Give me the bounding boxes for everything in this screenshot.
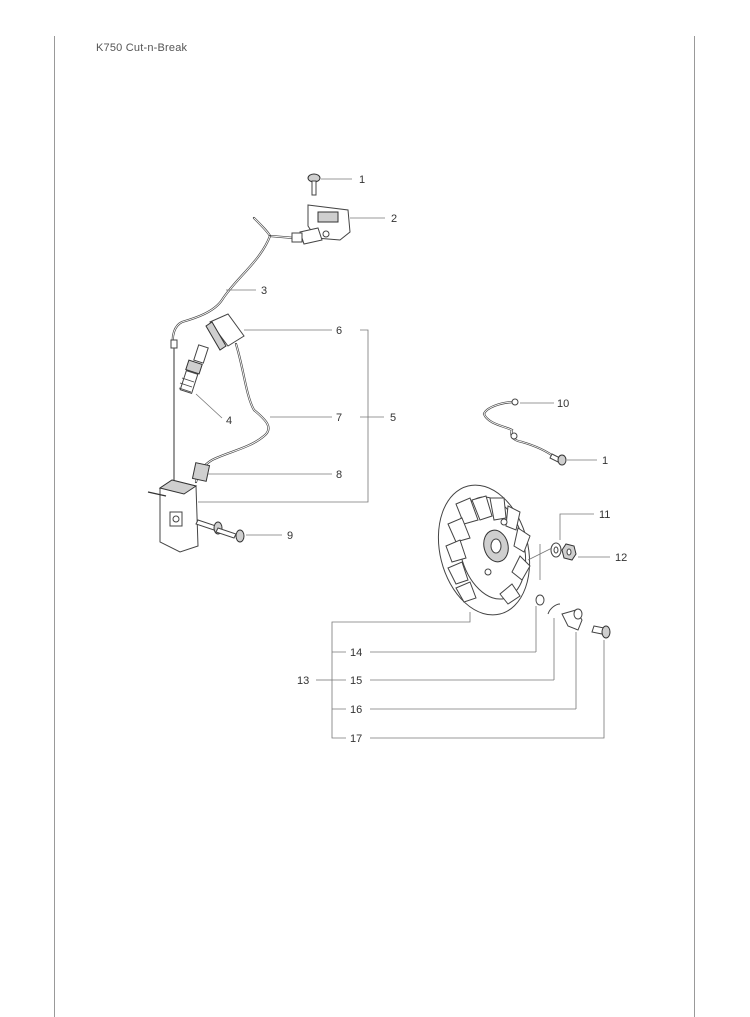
part-ignition-lead (194, 342, 270, 484)
callout-3: 3 (261, 285, 267, 297)
part-module-screws (195, 519, 245, 543)
callout-12: 12 (615, 552, 627, 564)
part-stop-switch (299, 204, 351, 245)
part-ground-wire (482, 398, 558, 460)
part-short-circuit-cable (170, 216, 303, 488)
callout-4: 4 (226, 415, 232, 427)
bracket-group-5 (198, 329, 369, 503)
callout-11: 11 (599, 509, 610, 521)
part-pawl-washer (535, 594, 545, 606)
part-ignition-module (147, 479, 199, 553)
part-screw-top (307, 173, 321, 196)
callout-5: 5 (390, 412, 396, 424)
callout-7: 7 (336, 412, 342, 424)
callout-1a: 1 (359, 174, 365, 186)
callout-15: 15 (350, 675, 362, 687)
part-starter-pawl (561, 608, 583, 631)
callout-13: 13 (297, 675, 309, 687)
guide-line-axis (527, 547, 553, 561)
leader-line-4 (195, 393, 223, 419)
bracket-group-13 (331, 612, 605, 739)
part-washer (550, 542, 562, 558)
callout-1b: 1 (602, 455, 608, 467)
part-lead-boot (191, 462, 211, 482)
callout-10: 10 (557, 398, 569, 410)
part-spark-plug (178, 344, 209, 394)
part-pawl-spring (547, 603, 561, 615)
callout-6: 6 (336, 325, 342, 337)
right-margin-rule (694, 36, 695, 1017)
page-title: K750 Cut-n-Break (96, 42, 188, 54)
callout-14: 14 (350, 647, 362, 659)
callout-2: 2 (391, 213, 397, 225)
callout-17: 17 (350, 733, 362, 745)
callout-16: 16 (350, 704, 362, 716)
part-screw-right (549, 453, 567, 466)
callout-8: 8 (336, 469, 342, 481)
left-margin-rule (54, 36, 55, 1017)
part-flywheel (437, 484, 531, 616)
part-pawl-screw (591, 625, 611, 639)
leader-line-11 (559, 513, 594, 540)
callout-9: 9 (287, 530, 293, 542)
part-spark-plug-cap (205, 313, 245, 351)
part-nut (561, 543, 577, 561)
